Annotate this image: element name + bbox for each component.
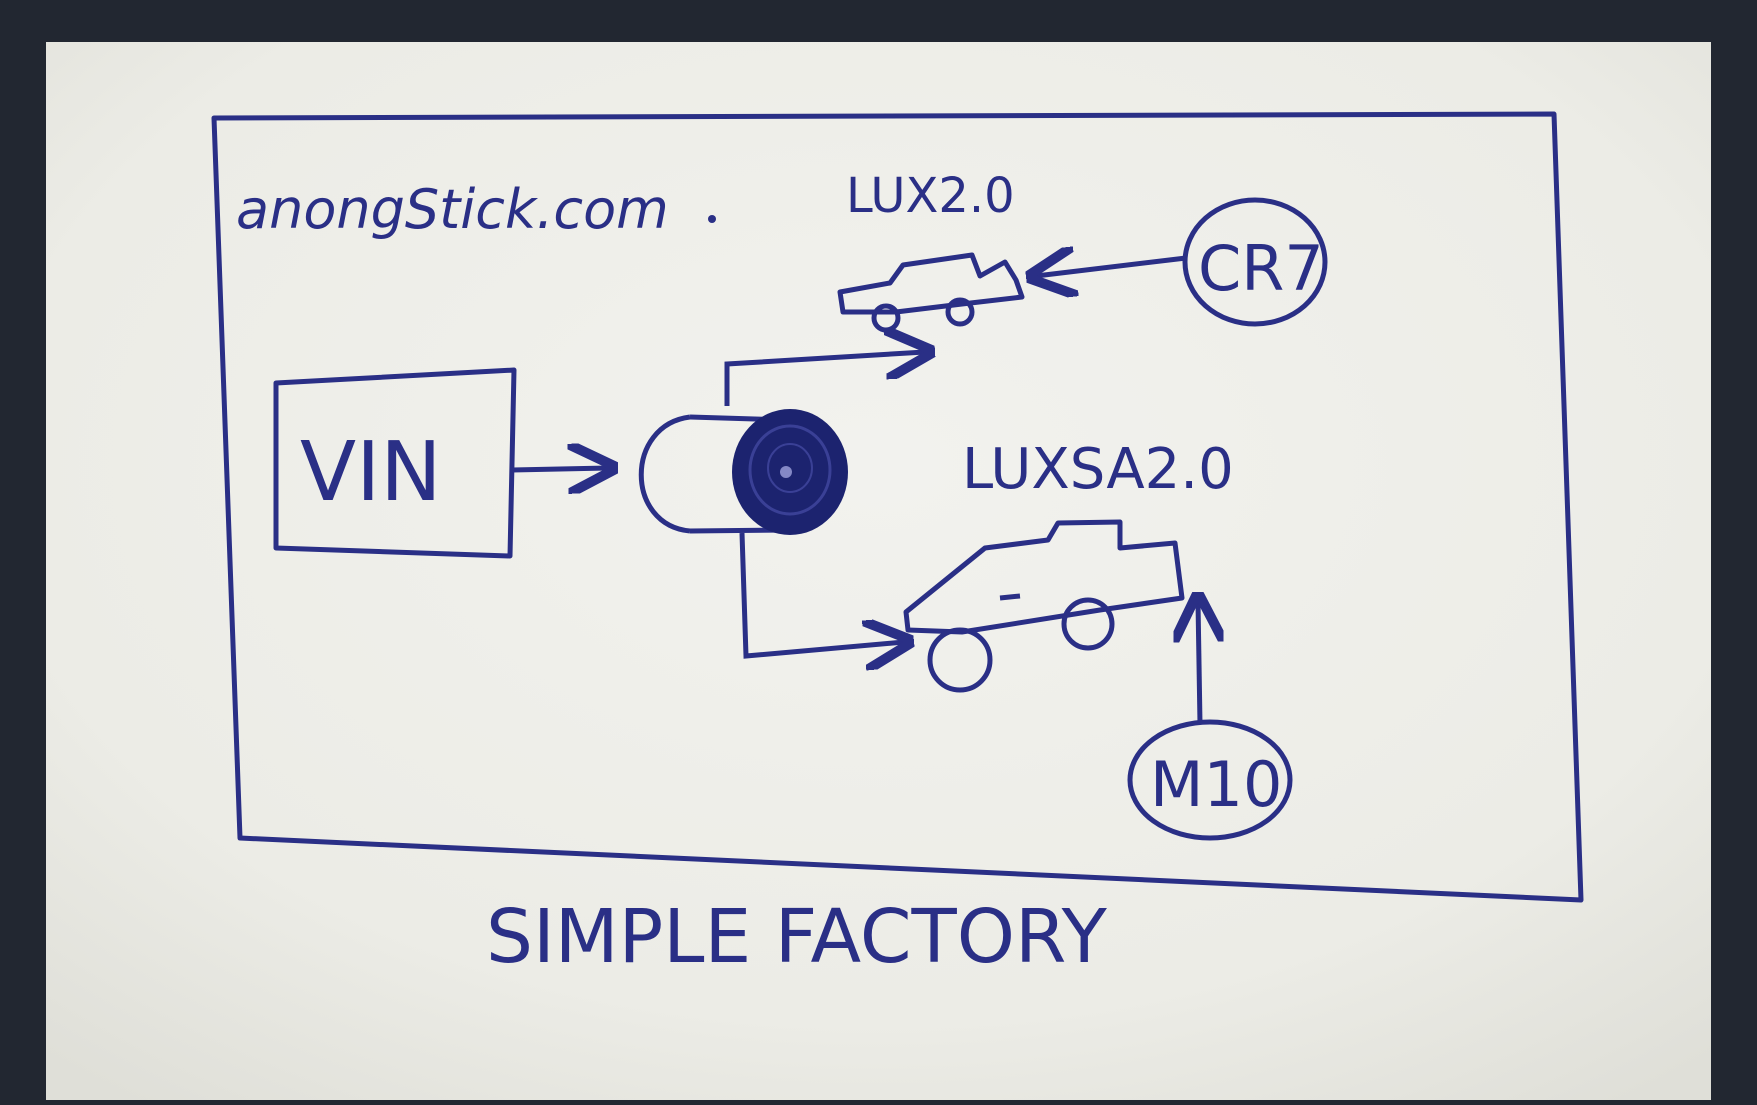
outer-frame — [211, 111, 1584, 903]
paper-sheet — [46, 42, 1711, 1100]
caption: SIMPLE FACTORY — [486, 894, 1108, 980]
arrow-bottom-part-to-car — [1198, 602, 1200, 725]
factory-cylinder-icon — [638, 409, 848, 535]
product-top-label: LUX2.0 — [846, 168, 1015, 224]
arrow-input-to-factory — [511, 468, 608, 470]
bottom-part-label: M10 — [1150, 748, 1282, 821]
product-bottom-label: LUXSA2.0 — [962, 437, 1234, 502]
top-left-text: anongStick.com — [236, 178, 669, 241]
top-part-label: CR7 — [1198, 232, 1324, 305]
top-part-circle: CR7 — [1182, 197, 1328, 327]
input-box — [273, 367, 517, 559]
dot-mark — [708, 215, 716, 223]
bottom-part-circle: M10 — [1127, 719, 1293, 841]
car-bottom-icon — [903, 519, 1185, 693]
arrow-factory-to-bottom-product — [739, 532, 904, 656]
input-box-label: VIN — [300, 425, 442, 520]
arrow-top-part-to-car — [1036, 258, 1187, 276]
car-top-icon — [837, 252, 1025, 333]
arrow-factory-to-top-product — [724, 352, 925, 406]
